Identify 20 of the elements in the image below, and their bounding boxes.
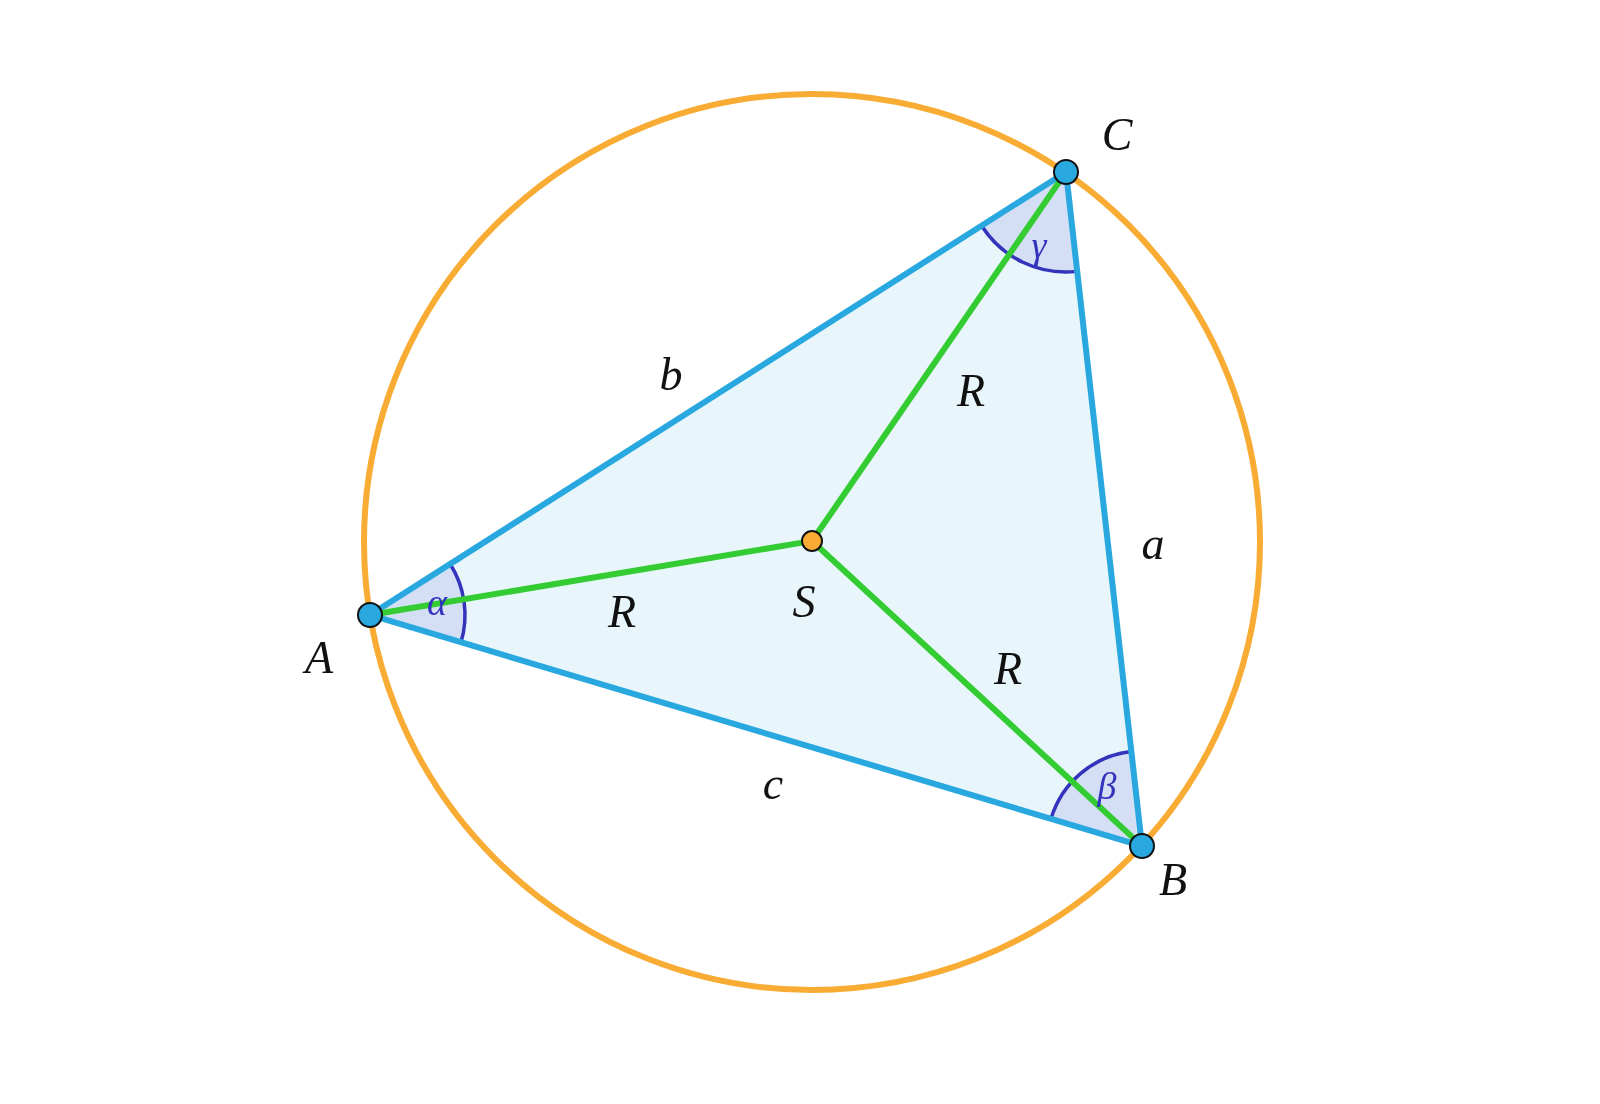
line-segment (378, 175, 1058, 612)
edge-label: a (1141, 521, 1165, 567)
angle-label: β (1097, 767, 1117, 805)
vertex-point (1053, 159, 1079, 185)
point-label: S (792, 579, 816, 625)
angle-label: γ (1031, 226, 1047, 264)
edge-label: c (762, 761, 784, 807)
point-label: C (1101, 112, 1133, 158)
point-label: B (1158, 857, 1188, 903)
vertex-point (357, 602, 383, 628)
line-segment (381, 539, 803, 616)
edge-label: b (659, 352, 683, 398)
edge-label: R (607, 589, 637, 635)
edge-label: R (956, 368, 986, 414)
line-segment (817, 545, 1136, 841)
edge-label: R (993, 646, 1023, 692)
line-segment (1064, 183, 1144, 835)
point-label: A (304, 635, 334, 681)
line-segment (815, 180, 1062, 535)
line-segment (380, 615, 1132, 846)
